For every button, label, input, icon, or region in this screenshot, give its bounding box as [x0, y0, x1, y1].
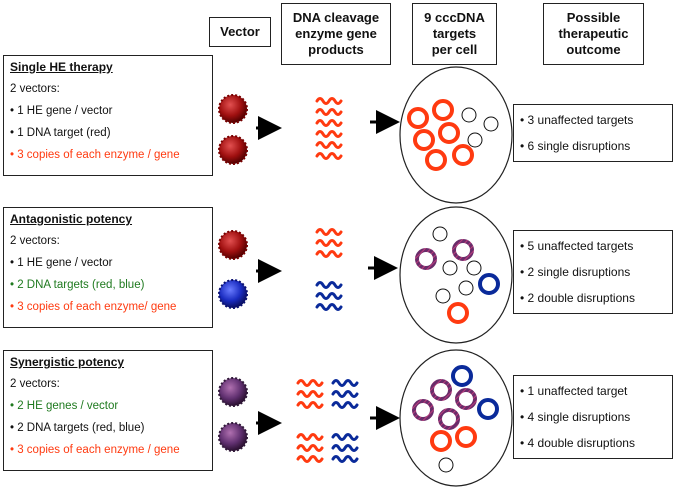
- outcome-line: • 5 unaffected targets: [520, 239, 634, 253]
- enzyme-header: DNA cleavage enzyme gene products: [281, 3, 391, 65]
- antagonistic-potency-panel: Antagonistic potency 2 vectors: • 1 HE g…: [3, 207, 213, 328]
- enzyme-wave-icon: [315, 130, 343, 138]
- cccdna-target-icon: [455, 426, 477, 448]
- virus-vector-icon: [218, 230, 248, 260]
- cccdna-target-icon: [438, 408, 460, 430]
- enzyme-wave-icon: [296, 401, 324, 409]
- targets-header-label: 9 cccDNA targets per cell: [424, 10, 485, 57]
- outcome-line: • 2 double disruptions: [520, 291, 635, 305]
- outcome-box-antagonistic: • 5 unaffected targets • 2 single disrup…: [513, 230, 673, 314]
- cccdna-target-icon: [455, 388, 477, 410]
- outcome-header: Possible therapeutic outcome: [543, 3, 644, 65]
- panel-line: • 3 copies of each enzyme / gene: [10, 444, 180, 456]
- panel-line: • 2 DNA targets (red, blue): [10, 422, 145, 434]
- cccdna-target-icon: [432, 226, 448, 242]
- cccdna-target-icon: [451, 365, 473, 387]
- cccdna-target-icon: [430, 430, 452, 452]
- cccdna-target-icon: [477, 398, 499, 420]
- cccdna-target-icon: [442, 260, 458, 276]
- virus-vector-icon: [218, 279, 248, 309]
- enzyme-wave-icon: [315, 141, 343, 149]
- cccdna-target-icon: [412, 399, 434, 421]
- enzyme-wave-icon: [296, 444, 324, 452]
- enzyme-wave-icon: [315, 108, 343, 116]
- vector-header-label: Vector: [220, 24, 260, 39]
- enzyme-wave-icon: [296, 379, 324, 387]
- panel-title: Synergistic potency: [10, 355, 125, 369]
- enzyme-wave-icon: [315, 97, 343, 105]
- cccdna-target-icon: [413, 129, 435, 151]
- cccdna-target-icon: [478, 273, 500, 295]
- enzyme-wave-icon: [331, 444, 359, 452]
- outcome-line: • 3 unaffected targets: [520, 113, 634, 127]
- enzyme-wave-icon: [331, 455, 359, 463]
- enzyme-wave-icon: [315, 119, 343, 127]
- cccdna-target-icon: [407, 107, 429, 129]
- single-he-therapy-panel: Single HE therapy 2 vectors: • 1 HE gene…: [3, 55, 213, 176]
- cccdna-target-icon: [452, 144, 474, 166]
- synergistic-potency-panel: Synergistic potency 2 vectors: • 2 HE ge…: [3, 350, 213, 471]
- virus-vector-icon: [218, 135, 248, 165]
- panel-line: • 3 copies of each enzyme/ gene: [10, 301, 177, 313]
- enzyme-wave-icon: [315, 228, 343, 236]
- cccdna-target-icon: [435, 288, 451, 304]
- virus-vector-icon: [218, 377, 248, 407]
- enzyme-wave-icon: [315, 152, 343, 160]
- virus-vector-icon: [218, 422, 248, 452]
- cccdna-target-icon: [415, 248, 437, 270]
- panel-line: 2 vectors:: [10, 235, 60, 247]
- enzyme-wave-icon: [315, 250, 343, 258]
- panel-line: • 2 HE genes / vector: [10, 400, 119, 412]
- cccdna-target-icon: [458, 280, 474, 296]
- enzyme-wave-icon: [331, 433, 359, 441]
- enzyme-header-label: DNA cleavage enzyme gene products: [292, 10, 380, 57]
- cell-ellipse: [399, 206, 513, 344]
- outcome-line: • 4 single disruptions: [520, 410, 631, 424]
- outcome-line: • 4 double disruptions: [520, 436, 635, 450]
- virus-vector-icon: [218, 94, 248, 124]
- cccdna-target-icon: [452, 239, 474, 261]
- panel-line: • 3 copies of each enzyme / gene: [10, 149, 180, 161]
- enzyme-wave-icon: [315, 281, 343, 289]
- outcome-box-synergistic: • 1 unaffected target • 4 single disrupt…: [513, 375, 673, 459]
- cccdna-target-icon: [430, 379, 452, 401]
- panel-line: • 1 HE gene / vector: [10, 257, 113, 269]
- enzyme-wave-icon: [296, 455, 324, 463]
- outcome-header-label: Possible therapeutic outcome: [558, 10, 629, 57]
- cccdna-target-icon: [432, 99, 454, 121]
- enzyme-wave-icon: [315, 239, 343, 247]
- outcome-line: • 6 single disruptions: [520, 139, 631, 153]
- panel-line: 2 vectors:: [10, 378, 60, 390]
- targets-header: 9 cccDNA targets per cell: [412, 3, 497, 65]
- cccdna-target-icon: [438, 122, 460, 144]
- cccdna-target-icon: [438, 457, 454, 473]
- cccdna-target-icon: [467, 132, 483, 148]
- outcome-line: • 2 single disruptions: [520, 265, 631, 279]
- cccdna-target-icon: [461, 107, 477, 123]
- vector-header: Vector: [209, 17, 271, 47]
- panel-line: • 1 HE gene / vector: [10, 105, 113, 117]
- panel-line: • 1 DNA target (red): [10, 127, 111, 139]
- enzyme-wave-icon: [331, 401, 359, 409]
- cccdna-target-icon: [447, 302, 469, 324]
- enzyme-wave-icon: [315, 292, 343, 300]
- cccdna-target-icon: [466, 260, 482, 276]
- outcome-box-single: • 3 unaffected targets • 6 single disrup…: [513, 104, 673, 162]
- enzyme-wave-icon: [296, 433, 324, 441]
- enzyme-wave-icon: [296, 390, 324, 398]
- panel-line: 2 vectors:: [10, 83, 60, 95]
- outcome-line: • 1 unaffected target: [520, 384, 628, 398]
- cccdna-target-icon: [483, 116, 499, 132]
- enzyme-wave-icon: [315, 303, 343, 311]
- panel-title: Antagonistic potency: [10, 212, 133, 226]
- panel-line: • 2 DNA targets (red, blue): [10, 279, 145, 291]
- enzyme-wave-icon: [331, 390, 359, 398]
- panel-title: Single HE therapy: [10, 60, 113, 74]
- cccdna-target-icon: [425, 149, 447, 171]
- enzyme-wave-icon: [331, 379, 359, 387]
